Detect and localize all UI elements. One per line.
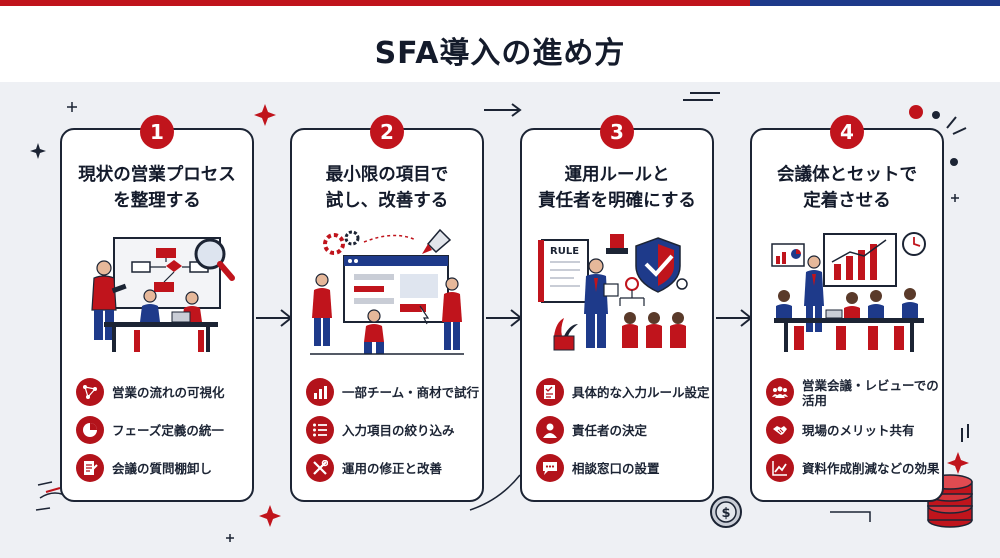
step-4-items: 営業会議・レビューでの 活用 現場のメリット共有 資料作成削減などの効果 (766, 378, 940, 492)
step-title-2-line-1: 最小限の項目で (325, 165, 449, 185)
step-card-3: 運用ルールと 責任者を明確にする RULE (520, 128, 714, 502)
item-text: 営業会議・レビューでの 活用 (802, 378, 942, 408)
bar-chart-icon (306, 378, 334, 406)
item-text: 現場のメリット共有 (802, 423, 915, 438)
list-item: 一部チーム・商材で試行 (306, 378, 479, 416)
step-title-3-line-2: 責任者を明確にする (538, 191, 696, 211)
step-2-items: 一部チーム・商材で試行 入力項目の絞り込み 運用の修正と改善 (306, 378, 479, 492)
item-text: 資料作成削減などの効果 (802, 461, 940, 476)
list-item: 営業の流れの可視化 (76, 378, 248, 416)
list-item: 相談窓口の設置 (536, 454, 708, 492)
step-card-4: 会議体とセットで 定着させる (750, 128, 944, 502)
list-item: 具体的な入力ルール設定 (536, 378, 710, 416)
item-text-line-2: 活用 (802, 393, 828, 408)
list-item: 会議の質問棚卸し (76, 454, 248, 492)
trial-improve-illustration (310, 228, 464, 355)
item-text-line-1: 営業会議・レビューでの (802, 378, 939, 393)
step-number-badge-4: 4 (830, 115, 864, 149)
handshake-icon (766, 416, 794, 444)
item-text: 入力項目の絞り込み (342, 423, 455, 438)
top-arrow-decoration (484, 103, 522, 117)
list-item: 運用の修正と改善 (306, 454, 478, 492)
item-text: 一部チーム・商材で試行 (342, 385, 480, 400)
step-number-badge-3: 3 (600, 115, 634, 149)
step-title-2: 最小限の項目で 試し、改善する (292, 162, 482, 214)
step-title-1: 現状の営業プロセス を整理する (62, 162, 252, 214)
rules-responsibility-illustration: RULE (538, 234, 688, 351)
list-item: フェーズ定義の統一 (76, 416, 248, 454)
meeting-adoption-illustration (771, 232, 926, 352)
connector-arrow-3-4 (716, 309, 753, 327)
trend-chart-icon (766, 454, 794, 482)
pie-chart-icon (76, 416, 104, 444)
rule-book-label: RULE (550, 246, 579, 257)
list-item: 現場のメリット共有 (766, 416, 938, 454)
checklist-icon (536, 378, 564, 406)
header: SFA導入の進め方 (0, 6, 1000, 82)
item-text: 責任者の決定 (572, 423, 648, 438)
connector-arrow-1-2 (256, 309, 293, 327)
list-icon (306, 416, 334, 444)
item-text: 具体的な入力ルール設定 (572, 385, 710, 400)
list-item: 営業会議・レビューでの 活用 (766, 378, 939, 416)
item-text: 相談窓口の設置 (572, 461, 660, 476)
step-card-2: 最小限の項目で 試し、改善する 一部チーム・商材で試行 (290, 128, 484, 502)
page-title: SFA導入の進め方 (374, 36, 626, 71)
step-3-items: 具体的な入力ルール設定 責任者の決定 相談窓口の設置 (536, 378, 710, 492)
step-card-1: 現状の営業プロセス を整理する 営業の流れの可視化 (60, 128, 254, 502)
step-title-3: 運用ルールと 責任者を明確にする (522, 162, 712, 214)
list-item: 入力項目の絞り込み (306, 416, 478, 454)
group-icon (766, 378, 794, 406)
svg-text:$: $ (721, 506, 730, 521)
process-mapping-illustration (91, 237, 235, 352)
step-title-1-line-2: を整理する (113, 191, 201, 211)
step-number-badge-1: 1 (140, 115, 174, 149)
flow-network-icon (76, 378, 104, 406)
step-title-4: 会議体とセットで 定着させる (752, 162, 942, 214)
coin-decoration: $ (710, 496, 742, 528)
step-number-badge-2: 2 (370, 115, 404, 149)
top-accent-bar (0, 0, 1000, 6)
person-icon (536, 416, 564, 444)
item-text: 運用の修正と改善 (342, 461, 443, 476)
chat-icon (536, 454, 564, 482)
top-accent-navy (750, 0, 1000, 6)
list-item: 責任者の決定 (536, 416, 708, 454)
step-title-4-line-1: 会議体とセットで (777, 165, 917, 185)
step-1-items: 営業の流れの可視化 フェーズ定義の統一 会議の質問棚卸し (76, 378, 248, 492)
list-item: 資料作成削減などの効果 (766, 454, 940, 492)
item-text: フェーズ定義の統一 (112, 423, 224, 438)
step-title-1-line-1: 現状の営業プロセス (78, 165, 236, 185)
document-edit-icon (76, 454, 104, 482)
item-text: 会議の質問棚卸し (112, 461, 213, 476)
item-text: 営業の流れの可視化 (112, 385, 225, 400)
step-title-2-line-2: 試し、改善する (325, 191, 449, 211)
step-title-3-line-1: 運用ルールと (564, 165, 670, 185)
connector-arrow-2-3 (486, 309, 523, 327)
step-title-4-line-2: 定着させる (803, 191, 891, 211)
top-accent-red (0, 0, 750, 6)
tools-icon (306, 454, 334, 482)
